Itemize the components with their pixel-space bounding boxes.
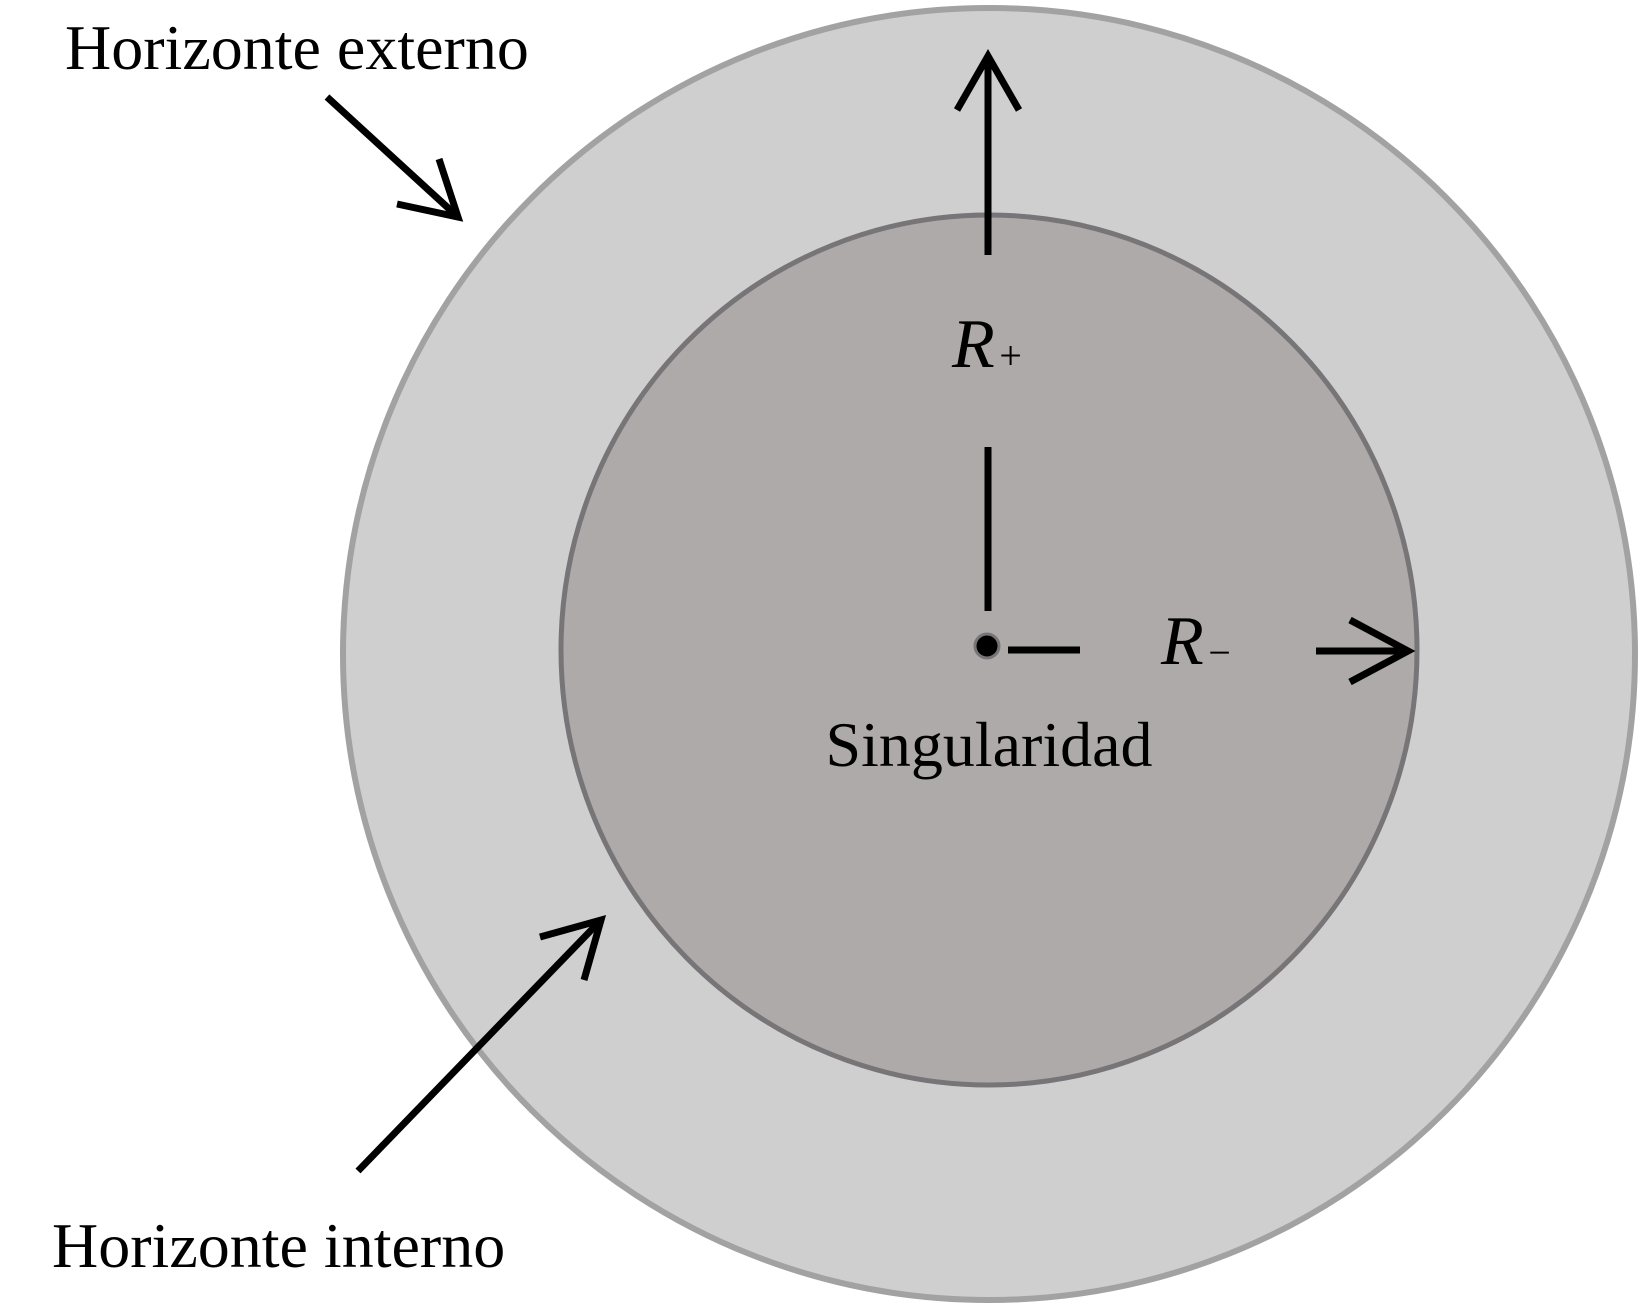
singularity-point [973,632,1001,660]
r-plus-arrow [953,48,1023,255]
inner-horizon-pointer-arrow [355,914,607,1174]
r-minus-arrow [1316,616,1416,686]
r-plus-label: R+ [951,306,1024,383]
outer-horizon-pointer-arrow [324,94,464,222]
r-minus-label: R− [1160,603,1233,680]
r-minus-subscript: − [1206,630,1233,675]
r-plus-subscript: + [997,333,1024,378]
singularity-label: Singularidad [825,709,1152,780]
inner-horizon-label: Horizonte interno [52,1210,505,1281]
r-minus-symbol: R [1160,603,1204,680]
outer-horizon-label: Horizonte externo [65,12,529,83]
r-plus-symbol: R [951,306,995,383]
